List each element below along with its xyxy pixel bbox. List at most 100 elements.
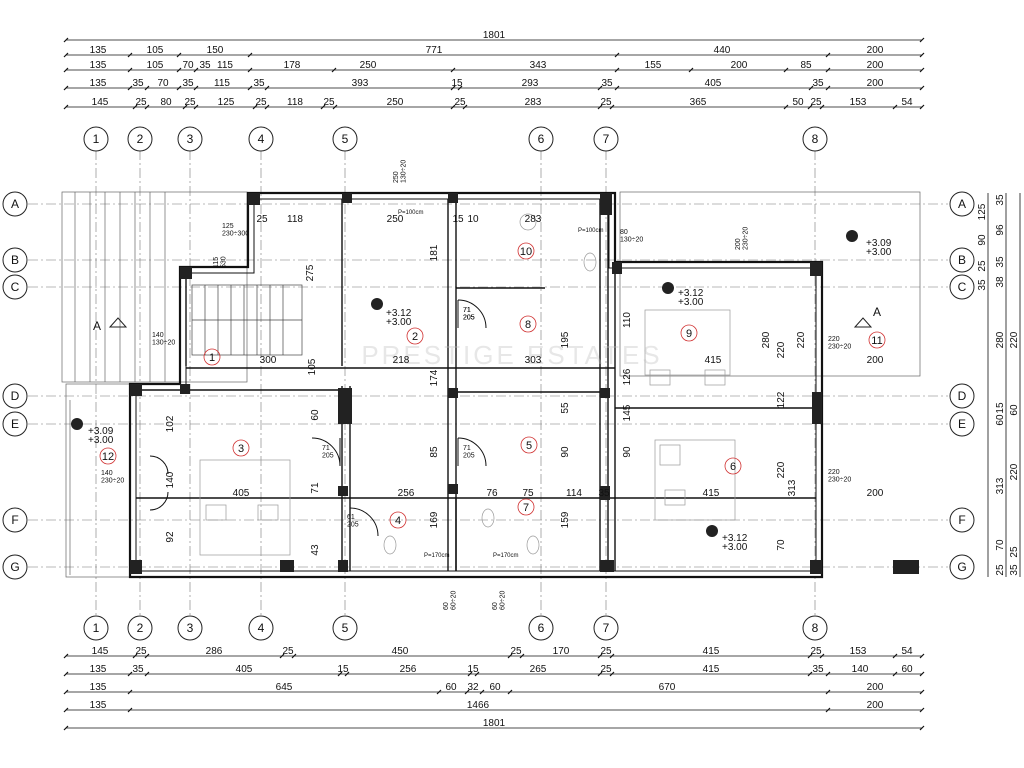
vertical-axis-bubbles-bottom	[83, 615, 828, 641]
level-4-bot: +3.00	[88, 435, 114, 446]
room-10: 10	[520, 246, 532, 258]
horizontal-axis-labels-left: A B C D E F G	[10, 197, 19, 574]
idim-44: 15	[452, 214, 464, 225]
dim-top-r3-10: 85	[800, 60, 812, 71]
level-3-bot: +3.00	[866, 247, 892, 258]
axis-label-7-bottom: 7	[603, 621, 610, 635]
dim-top-r3-0: 135	[90, 60, 107, 71]
dim-top-r3-5: 178	[284, 60, 301, 71]
level-5-top: +3.12	[722, 533, 748, 544]
idim-30: 92	[165, 531, 176, 543]
idim-0: 118	[287, 214, 303, 225]
axis-label-4-bottom: 4	[258, 621, 265, 635]
axis-label-6-top: 6	[538, 132, 545, 146]
axis-label-E-right: E	[958, 417, 966, 431]
dim-bot-r1-11: 54	[901, 646, 913, 657]
dim-bot-r3-3: 32	[467, 682, 479, 693]
idim-18: 415	[703, 488, 720, 499]
idim-43: 35	[598, 488, 610, 499]
axis-label-5-bottom: 5	[342, 621, 349, 635]
level-5-bot: +3.00	[722, 542, 748, 553]
dim-bot-r1-0: 145	[92, 646, 109, 657]
dim-top-r4-9: 35	[601, 78, 613, 89]
dim-bot-r2-3: 15	[337, 664, 349, 675]
idim-25: 85	[429, 446, 440, 458]
rdim-c2-6: 60	[995, 414, 1006, 426]
section-marker-A-left: A	[93, 319, 101, 333]
level-3-top: +3.09	[866, 238, 892, 249]
dim-bot-r3-1: 645	[276, 682, 293, 693]
dim-top-r4-1: 35	[132, 78, 144, 89]
idim-24: 220	[796, 331, 807, 348]
room-1: 1	[209, 352, 215, 364]
dim-top-r5-9: 25	[454, 97, 466, 108]
idim-11: 174	[429, 369, 440, 386]
dim-bot-r1-5: 25	[510, 646, 522, 657]
dim-top-r3-2: 70	[182, 60, 194, 71]
axis-label-A-left: A	[11, 197, 19, 211]
right-dimension-texts: 125 90 25 35 35 96 35 38 280 15 60 313 7…	[977, 194, 1020, 576]
idim-10: 105	[307, 358, 318, 375]
dim-top-r2-2: 150	[207, 45, 224, 56]
axis-label-1-top: 1	[93, 132, 100, 146]
rdim-c2-8: 70	[995, 539, 1006, 551]
room-8: 8	[525, 319, 531, 331]
rdim-c1-0: 125	[977, 203, 988, 220]
notes: P=100cm P=100cm P=170cm P=170cm	[398, 210, 604, 559]
idim-39: 122	[776, 391, 787, 408]
dim-bot-r2-4: 256	[400, 664, 417, 675]
section-marker-labels: A A	[93, 305, 881, 333]
dim-top-r3-8: 155	[645, 60, 662, 71]
section-marker-shapes	[108, 317, 873, 328]
idim-34: 60	[310, 409, 321, 421]
section-marker-A-right: A	[873, 305, 881, 319]
idim-22: 220	[776, 461, 787, 478]
dim-top-r3-11: 200	[867, 60, 884, 71]
idim-15: 76	[486, 488, 498, 499]
dim-top-r5-4: 125	[218, 97, 235, 108]
bottom-dimension-lines	[66, 655, 922, 729]
rdim-c3-1: 60	[1009, 404, 1020, 416]
idim-3: 275	[305, 264, 316, 281]
axis-label-8-top: 8	[812, 132, 819, 146]
axis-label-E-left: E	[11, 417, 19, 431]
dim-top-r5-1: 25	[135, 97, 147, 108]
axis-label-B-right: B	[958, 253, 966, 267]
idim-7: 303	[525, 355, 542, 366]
idim-41: 70	[776, 539, 787, 551]
axis-label-F-right: F	[958, 513, 965, 527]
dim-top-r4-0: 135	[90, 78, 107, 89]
dim-top-r5-13: 50	[792, 97, 804, 108]
dim-bot-r3-5: 670	[659, 682, 676, 693]
level-2-top: +3.12	[678, 288, 704, 299]
dim-bot-r1-9: 25	[810, 646, 822, 657]
top-dimension-texts: 1801 135 105 150 771 440 200 135 105 70 …	[90, 30, 913, 108]
dim-bot-r3-6: 200	[867, 682, 884, 693]
opening-o8: 200230÷20	[735, 227, 750, 250]
dim-top-r5-8: 250	[387, 97, 404, 108]
axis-label-2-bottom: 2	[137, 621, 144, 635]
idim-6: 218	[393, 355, 410, 366]
idim-35: 110	[622, 312, 633, 328]
furniture	[199, 213, 736, 556]
dim-top-r4-3: 35	[182, 78, 194, 89]
dim-bot-r1-1: 25	[135, 646, 147, 657]
dim-top-r5-5: 25	[255, 97, 267, 108]
dim-top-r3-3: 35	[199, 60, 211, 71]
note-3: P=170cm	[493, 553, 519, 559]
idim-42: 25	[256, 214, 268, 225]
axis-label-D-left: D	[11, 389, 20, 403]
dim-top-r4-7: 15	[451, 78, 463, 89]
axis-label-6-bottom: 6	[538, 621, 545, 635]
rdim-c3-3: 25	[1009, 546, 1020, 558]
dim-top-r4-10: 405	[705, 78, 722, 89]
dim-bot-r1-2: 286	[206, 646, 223, 657]
idim-36: 126	[622, 368, 633, 385]
dim-bot-r2-9: 35	[812, 664, 824, 675]
rdim-c2-9: 25	[995, 564, 1006, 576]
